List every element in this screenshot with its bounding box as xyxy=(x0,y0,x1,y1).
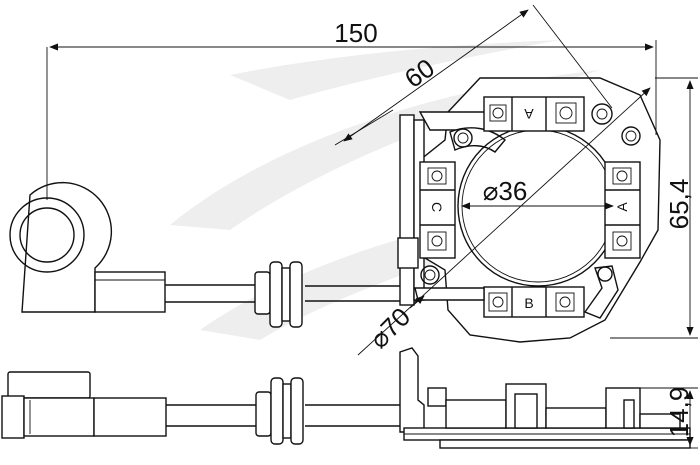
dim-height: 65,4 xyxy=(610,77,698,339)
dim-label-height: 65,4 xyxy=(664,179,694,230)
dim-bore-diameter: ⌀36 xyxy=(461,176,614,210)
grommet xyxy=(254,261,303,328)
brush-box-right: A xyxy=(604,161,641,259)
brush-box-left: C xyxy=(419,161,456,259)
terminal-label-top: A xyxy=(524,106,534,122)
dim-thickness: 14,9 xyxy=(640,387,698,449)
dim-label-overall-length: 150 xyxy=(334,18,377,48)
brush-box-top: A xyxy=(483,96,585,132)
side-holder-plate xyxy=(399,347,691,449)
terminal-label-left: C xyxy=(429,202,445,212)
connector-plug xyxy=(9,181,166,313)
brush-holder-plate: A A C xyxy=(397,77,661,343)
dim-label-bore-diameter: ⌀36 xyxy=(483,176,528,206)
side-view: 14,9 xyxy=(1,347,698,449)
terminal-label-right: A xyxy=(614,202,630,212)
terminal-label-bottom: B xyxy=(524,295,533,311)
dim-label-thickness: 14,9 xyxy=(664,387,694,438)
side-plug-cap xyxy=(7,371,91,399)
brush-box-bottom: B xyxy=(483,286,585,318)
